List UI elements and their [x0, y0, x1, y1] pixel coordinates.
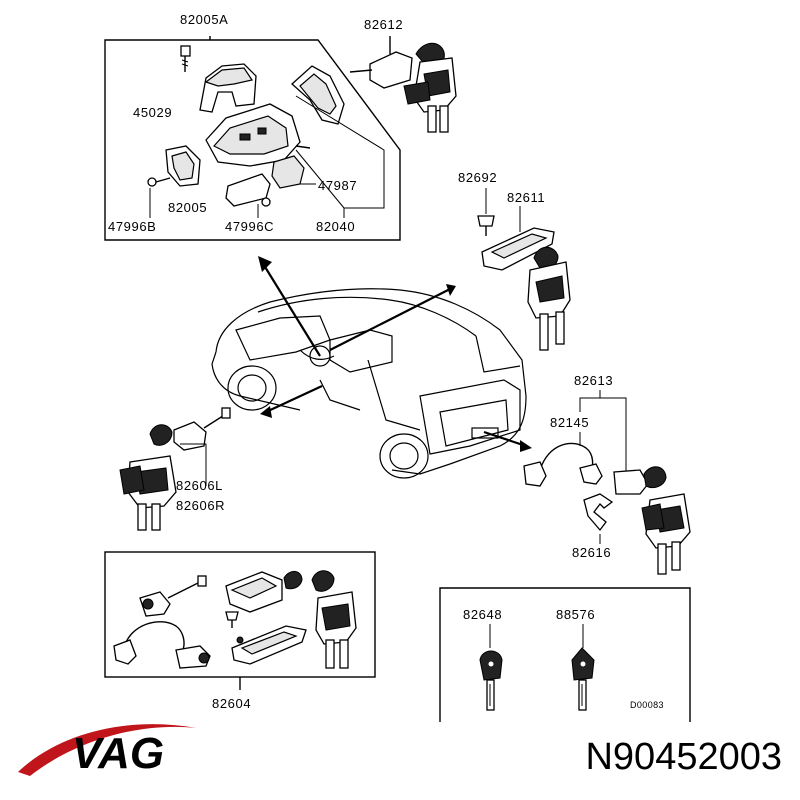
steering-lock-body-icon — [205, 103, 301, 167]
key-88576-icon — [571, 647, 595, 711]
label-47996B: 47996B — [108, 219, 156, 234]
label-82613: 82613 — [574, 373, 613, 388]
vag-logo: VAG — [18, 724, 196, 778]
label-47996C: 47996C — [225, 219, 274, 234]
label-82005A: 82005A — [180, 12, 228, 27]
keys-box-group: 82648 88576 D00083 — [439, 587, 691, 722]
label-47987: 47987 — [318, 178, 357, 193]
retainer-clip-82616-icon — [583, 493, 614, 532]
housing-cover-icon — [291, 65, 345, 125]
label-82005: 82005 — [168, 200, 207, 215]
kit-keys-icon — [311, 570, 357, 669]
label-82692: 82692 — [458, 170, 497, 185]
car-silhouette — [211, 288, 527, 479]
bolt-45029-icon — [180, 45, 191, 72]
label-82611: 82611 — [507, 190, 545, 205]
label-82606R: 82606R — [176, 498, 225, 513]
ignition-assembly-group: 82005A 82612 45029 — [104, 12, 403, 241]
kit-ignition-icon — [225, 571, 303, 613]
label-45029: 45029 — [133, 105, 172, 120]
kit-glovebox-handle-icon — [231, 625, 307, 665]
label-82616: 82616 — [572, 545, 611, 560]
ignition-switch-82005-icon — [165, 145, 201, 187]
label-82648: 82648 — [463, 607, 502, 622]
door-keys-icon — [119, 424, 177, 531]
tailgate-lock-group: 82613 82145 82616 — [523, 373, 691, 575]
tailgate-cylinder-icon — [613, 466, 667, 495]
callout-arrows — [258, 256, 532, 452]
key-82648-icon — [479, 650, 503, 711]
label-82604: 82604 — [212, 696, 251, 711]
screw-47996B-icon — [147, 177, 171, 187]
door-lock-cylinder-icon — [173, 407, 231, 451]
vag-logo-text: VAG — [72, 729, 164, 778]
screw-82692-icon — [477, 215, 495, 236]
label-82040: 82040 — [316, 219, 355, 234]
label-82606L: 82606L — [176, 478, 223, 493]
label-88576: 88576 — [556, 607, 595, 622]
key-cylinder-82612-icon — [349, 42, 457, 133]
kit-screw-icon — [225, 611, 239, 628]
kit-tailgate-rod-icon — [113, 621, 211, 669]
lock-set-82604-group: 82604 — [104, 551, 376, 711]
tailgate-rod-82145-icon — [523, 442, 603, 487]
glovebox-keys-icon — [527, 246, 571, 351]
tailgate-keys-icon — [641, 493, 691, 575]
column-cover-icon — [199, 63, 257, 113]
immobilizer-47987-icon — [225, 145, 311, 207]
door-lock-group: 82606L 82606R — [119, 407, 231, 531]
label-82145: 82145 — [550, 415, 589, 430]
glovebox-handle-icon — [481, 227, 555, 271]
glovebox-lock-group: 82692 82611 — [458, 170, 571, 351]
screw-47996C-icon — [261, 197, 271, 207]
label-82612: 82612 — [364, 17, 403, 32]
kit-door-cylinder-icon — [139, 575, 207, 617]
part-number: N90452003 — [585, 736, 782, 778]
diagram-code: D00083 — [630, 700, 664, 710]
